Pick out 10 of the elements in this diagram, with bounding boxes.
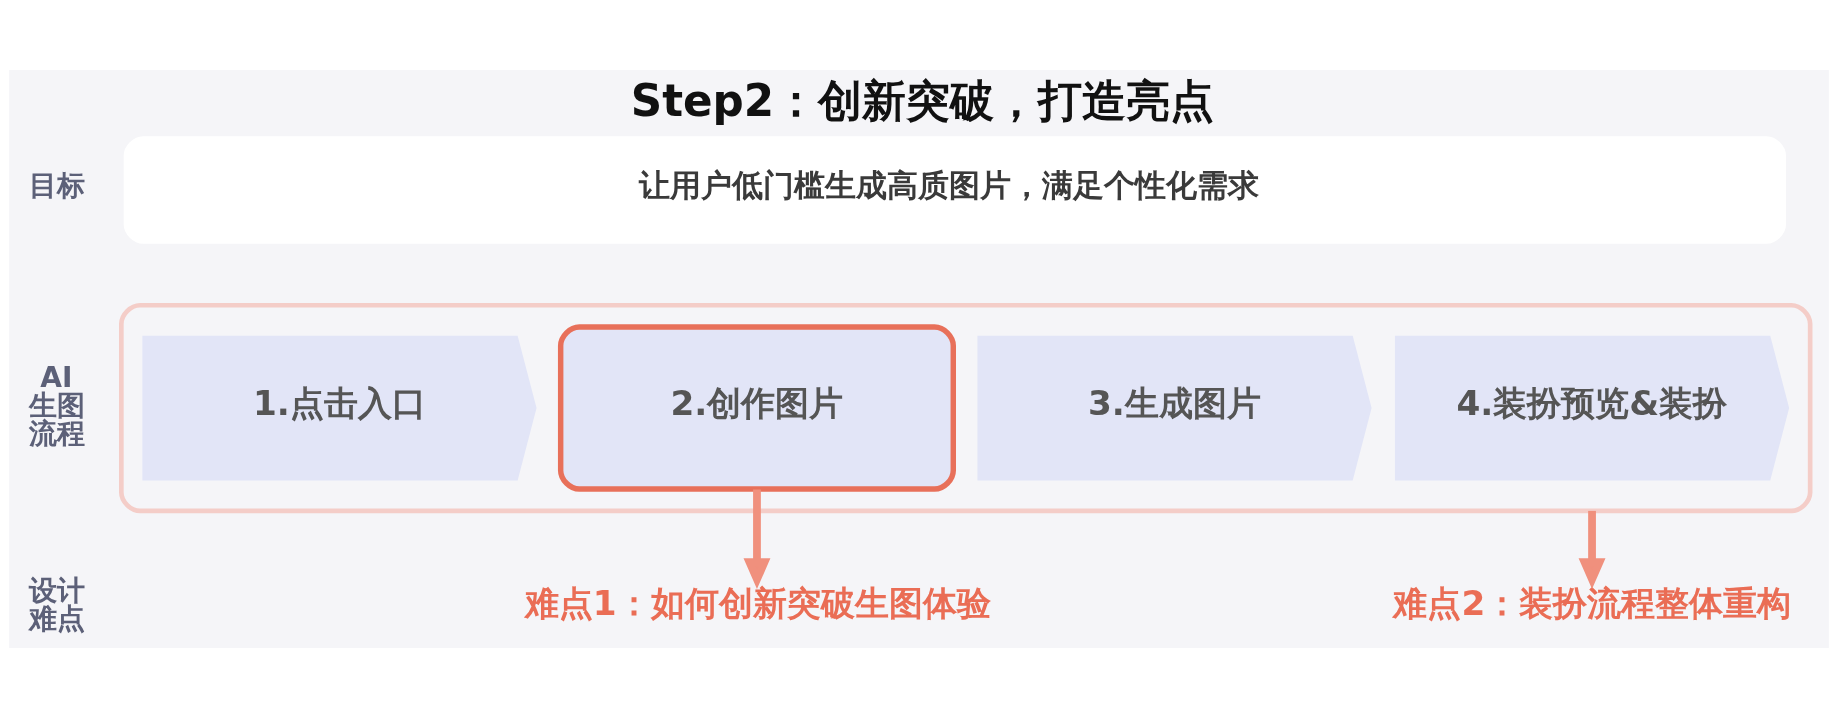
cluster: [119, 302, 1813, 514]
label: 目标: [28, 169, 85, 203]
label: 设计难点: [28, 574, 85, 636]
node-box: 2.创作图片: [557, 324, 956, 492]
arrow: [743, 489, 771, 590]
arrow: [1578, 510, 1606, 590]
node-text: 难点2：装扮流程整体重构: [1393, 582, 1792, 623]
diagram-title: Step2：创新突破，打造亮点: [630, 75, 1215, 126]
node-text: 难点1：如何创新突破生图体验: [524, 582, 991, 623]
label: AI生图流程: [28, 360, 85, 450]
